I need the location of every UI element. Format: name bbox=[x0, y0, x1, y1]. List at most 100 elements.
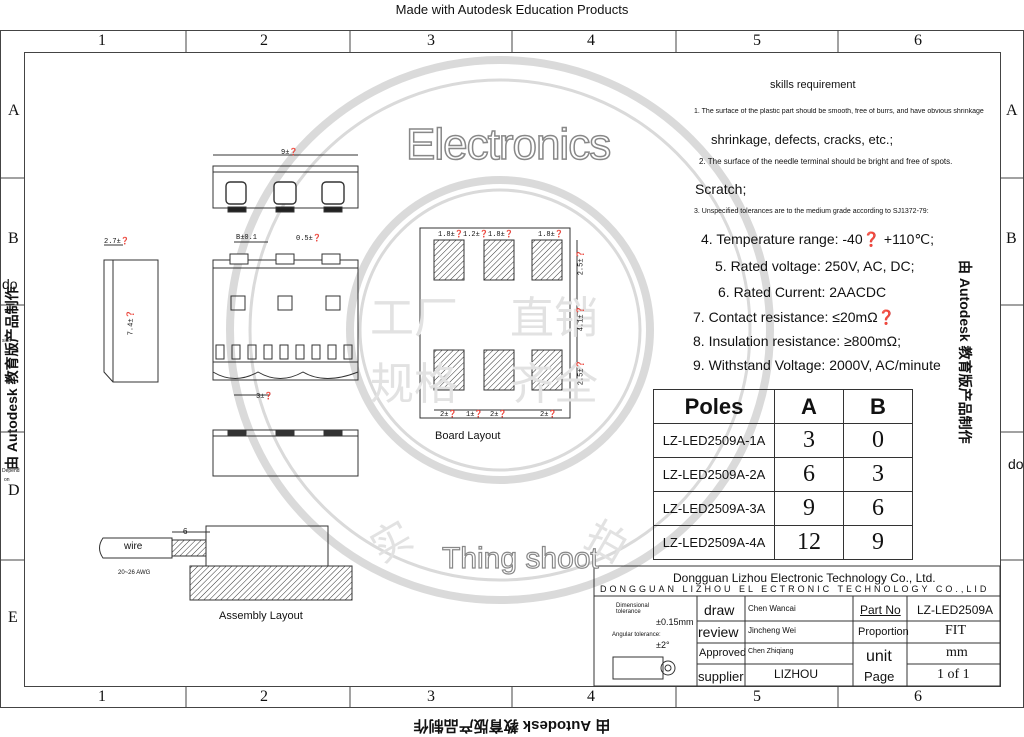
title-block-frame bbox=[593, 565, 1001, 687]
zone-col-1-top: 1 bbox=[98, 32, 106, 49]
pole-model: LZ-LED2509A-1A bbox=[653, 423, 775, 458]
dim-top-width: 9±❓ bbox=[281, 149, 299, 157]
side-small-text-left: do bbox=[2, 276, 18, 292]
front-view bbox=[212, 241, 359, 396]
dim-v-3: 2.5±❓ bbox=[577, 359, 586, 386]
zone-col-2-bottom: 2 bbox=[260, 688, 268, 705]
dim-pin-width: 0.5±❓ bbox=[296, 235, 322, 243]
pole-b-value: 6 bbox=[843, 491, 913, 526]
assembly-layout-label: Assembly Layout bbox=[219, 610, 303, 622]
requirement-1: 1. The surface of the plastic part shoul… bbox=[694, 108, 984, 115]
watermark-footer: Thing shoot bbox=[441, 541, 599, 575]
bottom-view bbox=[212, 429, 359, 477]
side-tiny-text-1: sion bbox=[2, 338, 12, 344]
assembly-layout-view bbox=[99, 525, 353, 601]
dim-b-pitch: B±0.1 bbox=[236, 234, 258, 242]
table-row: LZ-LED2509A-1A 3 0 bbox=[653, 423, 913, 458]
table-row: LZ-LED2509A-4A 12 9 bbox=[653, 525, 913, 560]
poles-table: Poles A B LZ-LED2509A-1A 3 0 LZ-LED2509A… bbox=[653, 389, 913, 560]
requirement-8: 8. Insulation resistance: ≥800mΩ; bbox=[693, 333, 902, 349]
pole-model: LZ-LED2509A-3A bbox=[653, 491, 775, 526]
supplier-name: LIZHOU bbox=[774, 667, 819, 681]
side-tiny-text-3: on bbox=[4, 477, 10, 483]
part-no-label: Part No bbox=[860, 603, 901, 617]
zone-col-3-top: 3 bbox=[427, 32, 435, 49]
zone-col-6-bottom: 6 bbox=[914, 688, 922, 705]
requirement-9: 9. Withstand Voltage: 2000V, AC/minute bbox=[693, 357, 941, 373]
dim-b-1: 2±❓ bbox=[440, 411, 458, 419]
zone-row-e-left: E bbox=[8, 609, 18, 626]
dim-v-1: 2.5±❓ bbox=[577, 249, 586, 276]
requirements-heading: skills requirement bbox=[770, 79, 856, 91]
zone-col-6-top: 6 bbox=[914, 32, 922, 49]
page-value: 1 of 1 bbox=[937, 667, 970, 682]
requirement-5: 5. Rated voltage: 250V, AC, DC; bbox=[715, 258, 915, 274]
zone-col-5-top: 5 bbox=[753, 32, 761, 49]
page-label: Page bbox=[864, 669, 895, 684]
poles-header-b: B bbox=[843, 389, 913, 424]
pole-model: LZ-LED2509A-2A bbox=[653, 457, 775, 492]
watermark-char-1: 工厂 bbox=[370, 294, 458, 343]
watermark-char-3: 规格 bbox=[370, 360, 458, 409]
zone-col-4-bottom: 4 bbox=[587, 688, 595, 705]
dim-side-height: 7.4±❓ bbox=[127, 309, 136, 336]
board-layout-label: Board Layout bbox=[435, 430, 501, 442]
requirement-6: 6. Rated Current: 2AACDC bbox=[718, 284, 887, 300]
dim-side-width: 2.7±❓ bbox=[104, 238, 130, 246]
angular-tolerance-label: Angular tolerance: bbox=[612, 632, 661, 638]
dim-pad-4: 1.8±❓ bbox=[538, 231, 564, 239]
awg-label: 20~26 AWG bbox=[118, 570, 151, 576]
zone-col-5-bottom: 5 bbox=[753, 688, 761, 705]
approved-name: Chen Zhiqiang bbox=[748, 648, 794, 655]
zone-row-b-left: B bbox=[8, 230, 19, 247]
requirement-7: 7. Contact resistance: ≤20mΩ❓ bbox=[693, 309, 896, 325]
zone-row-d-left: D bbox=[8, 482, 20, 499]
requirement-2: 2. The surface of the needle terminal sh… bbox=[699, 157, 953, 166]
dim-v-2: 4.1±❓ bbox=[577, 305, 586, 332]
dim-pad-3: 1.8±❓ bbox=[488, 231, 514, 239]
requirement-1b: shrinkage, defects, cracks, etc.; bbox=[711, 132, 894, 147]
requirement-4: 4. Temperature range: -40❓ +110℃; bbox=[701, 231, 935, 247]
unit-value: mm bbox=[946, 645, 968, 660]
poles-table-header: Poles A B bbox=[653, 389, 913, 424]
unit-label: unit bbox=[866, 648, 892, 665]
approved-label: Approved bbox=[699, 647, 747, 659]
requirement-2b: Scratch; bbox=[695, 181, 747, 197]
supplier-label: supplier bbox=[698, 669, 744, 684]
dim-b-3: 2±❓ bbox=[490, 411, 508, 419]
poles-header-a: A bbox=[774, 389, 844, 424]
zone-row-a-left: A bbox=[8, 102, 20, 119]
six-label: 6 bbox=[183, 527, 188, 536]
dim-pad-2: 1.2±❓ bbox=[463, 231, 489, 239]
zone-col-3-bottom: 3 bbox=[427, 688, 435, 705]
zone-col-1-bottom: 1 bbox=[98, 688, 106, 705]
review-label: review bbox=[698, 624, 739, 640]
side-view bbox=[103, 244, 159, 383]
pole-model: LZ-LED2509A-4A bbox=[653, 525, 775, 560]
draw-label: draw bbox=[704, 602, 735, 618]
table-row: LZ-LED2509A-3A 9 6 bbox=[653, 491, 913, 526]
pole-b-value: 0 bbox=[843, 423, 913, 458]
angular-tolerance-value: ±2° bbox=[656, 640, 670, 650]
pole-a-value: 6 bbox=[774, 457, 844, 492]
side-tiny-text-2: Depend bbox=[2, 468, 20, 474]
dim-pad-1: 1.8±❓ bbox=[438, 231, 464, 239]
board-layout-view bbox=[419, 227, 578, 419]
pole-a-value: 3 bbox=[774, 423, 844, 458]
wire-label: wire bbox=[124, 541, 143, 552]
requirement-3: 3. Unspecified tolerances are to the med… bbox=[694, 208, 929, 215]
draw-name: Chen Wancai bbox=[748, 604, 796, 613]
top-view bbox=[212, 154, 359, 213]
dimensional-tolerance-label: Dimensional tolerance bbox=[616, 603, 650, 615]
table-row: LZ-LED2509A-2A 6 3 bbox=[653, 457, 913, 492]
pole-b-value: 9 bbox=[843, 525, 913, 560]
pole-a-value: 12 bbox=[774, 525, 844, 560]
part-no-value: LZ-LED2509A bbox=[917, 603, 994, 617]
poles-header-name: Poles bbox=[653, 389, 775, 424]
dimensional-tolerance-value: ±0.15mm bbox=[656, 617, 694, 627]
side-small-text-right: do bbox=[1008, 456, 1024, 472]
dim-b-2: 1±❓ bbox=[466, 411, 484, 419]
proportion-label: Proportion bbox=[858, 626, 909, 638]
zone-col-2-top: 2 bbox=[260, 32, 268, 49]
